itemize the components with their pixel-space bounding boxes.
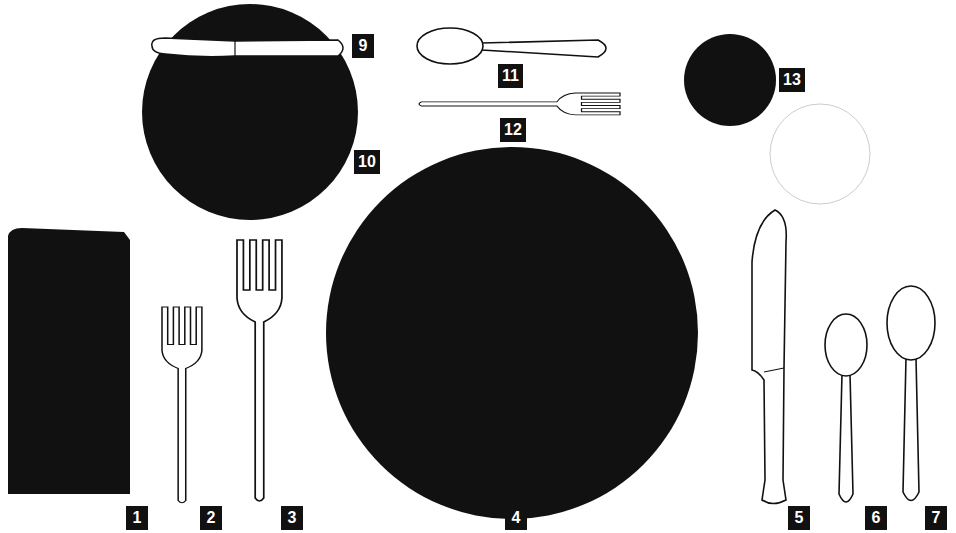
dessert-fork — [419, 93, 620, 115]
glass — [770, 104, 870, 204]
dessert-spoon — [417, 28, 606, 64]
callout-number: 2 — [207, 510, 216, 526]
cup — [684, 34, 776, 126]
callout-box: 4 — [505, 506, 527, 530]
callout-number: 5 — [795, 510, 804, 526]
callout-box: 10 — [354, 150, 380, 174]
callout-number: 10 — [358, 154, 376, 170]
salad-fork — [162, 307, 202, 503]
callout-number: 6 — [872, 510, 881, 526]
butter-knife — [152, 38, 343, 57]
teaspoon — [825, 314, 867, 502]
dinner-fork — [237, 240, 282, 501]
callout-number: 12 — [504, 122, 522, 138]
callout-number: 11 — [502, 68, 519, 84]
callout-number: 3 — [288, 510, 297, 526]
bread-plate — [142, 4, 358, 220]
callout-box: 3 — [281, 506, 303, 530]
napkin — [8, 228, 130, 494]
callout-box: 5 — [788, 506, 810, 530]
dinner-plate — [326, 147, 698, 519]
callout-number: 1 — [133, 510, 142, 526]
callout-box: 11 — [498, 64, 523, 88]
dinner-knife — [752, 210, 786, 504]
callout-number: 13 — [783, 72, 801, 88]
callout-number: 7 — [932, 510, 941, 526]
callout-box: 1 — [126, 506, 148, 530]
callout-number: 4 — [512, 510, 521, 526]
callout-box: 6 — [865, 506, 887, 530]
callout-box: 7 — [925, 506, 947, 530]
callout-number: 9 — [359, 38, 368, 54]
callout-box: 13 — [779, 68, 805, 92]
callout-box: 12 — [500, 118, 526, 142]
soup-spoon — [887, 286, 935, 501]
callout-box: 2 — [200, 506, 222, 530]
callout-box: 9 — [352, 34, 374, 58]
